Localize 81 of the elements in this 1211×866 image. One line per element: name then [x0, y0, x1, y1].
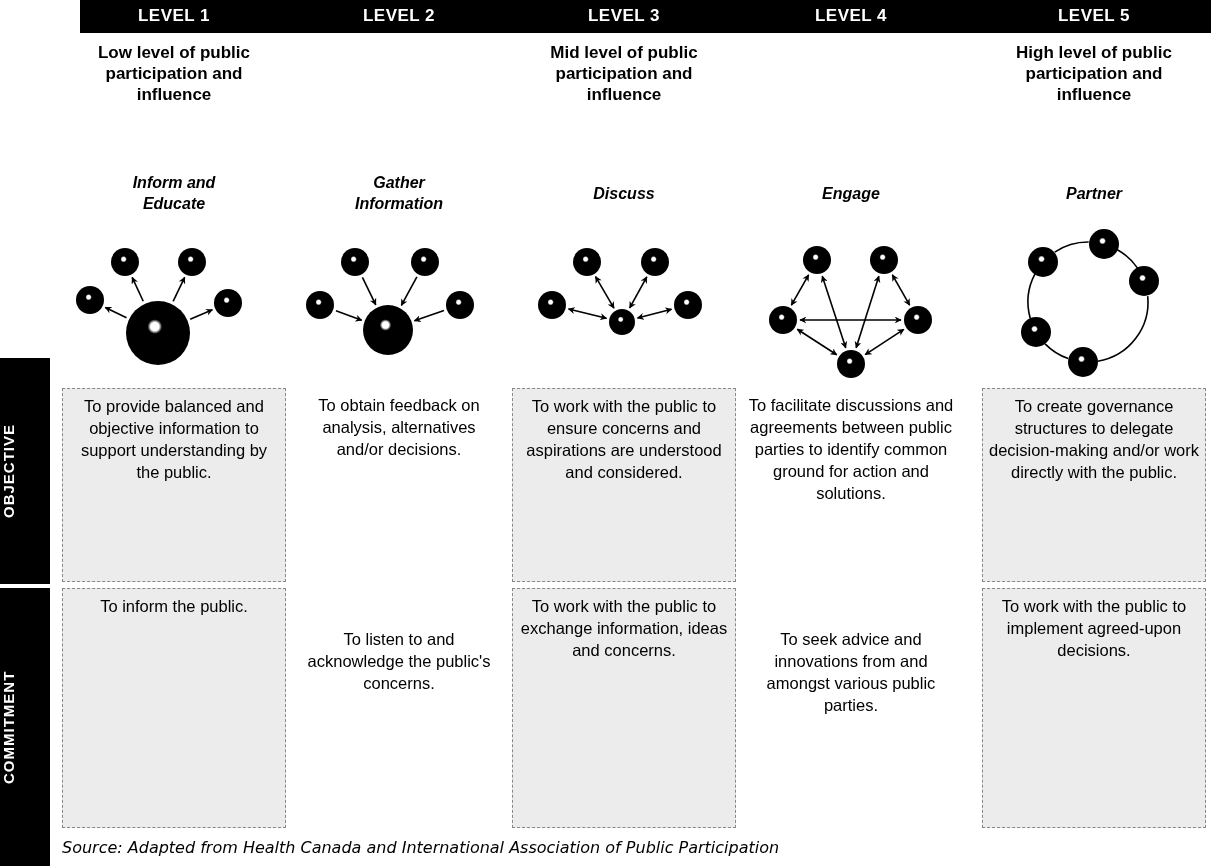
- large-sphere: [363, 305, 413, 355]
- level-description: Mid level of public participation and influence: [549, 42, 699, 105]
- shaded-cell: [982, 588, 1206, 828]
- ring-line: [1044, 343, 1069, 360]
- ring-line: [1027, 273, 1036, 319]
- level-heading: LEVEL 4: [813, 6, 889, 26]
- participation-mode: Partner: [1065, 184, 1124, 204]
- commitment-text: To listen to and acknowledge the public's concerns.: [306, 629, 492, 694]
- arrow: [335, 310, 363, 322]
- double-arrow: [864, 328, 905, 356]
- small-sphere: [214, 289, 242, 317]
- small-sphere: [178, 248, 206, 276]
- participation-mode: Discuss: [592, 184, 656, 204]
- small-sphere: [674, 291, 702, 319]
- arrow: [413, 309, 445, 323]
- row-header: OBJECTIVE: [0, 358, 50, 584]
- small-sphere: [1067, 346, 1098, 377]
- double-arrow: [628, 276, 648, 309]
- small-sphere: [76, 286, 104, 314]
- arrow: [172, 276, 186, 303]
- objective-text: To obtain feedback on analysis, alternatives and/or decisions.: [317, 395, 481, 460]
- row-header: COMMITMENT: [0, 588, 50, 866]
- small-sphere: [803, 246, 831, 274]
- ring-line: [1096, 295, 1149, 362]
- small-sphere: [1021, 317, 1052, 347]
- ring-line: [1116, 248, 1139, 269]
- shaded-cell: [512, 388, 736, 582]
- small-sphere: [1129, 266, 1160, 297]
- commitment-text: To inform the public.: [100, 596, 248, 617]
- small-sphere: [769, 306, 797, 334]
- small-sphere: [111, 248, 139, 276]
- level-heading: LEVEL 1: [136, 6, 212, 26]
- commitment-text: To work with the public to exchange information, ideas and concerns.: [519, 596, 729, 661]
- shaded-cell: [982, 388, 1206, 582]
- objective-text: To facilitate discussions and agreements between public parties to identify common ground for action and solutions.: [748, 395, 954, 504]
- small-sphere: [538, 291, 566, 319]
- small-sphere: [306, 291, 334, 319]
- double-arrow: [796, 328, 838, 356]
- level-heading: LEVEL 2: [361, 6, 437, 26]
- small-sphere: [1088, 229, 1119, 260]
- small-sphere: [609, 309, 635, 335]
- commitment-text: To work with the public to implement agreed-upon decisions.: [1000, 596, 1188, 661]
- shaded-cell: [62, 588, 286, 828]
- small-sphere: [411, 248, 439, 276]
- shaded-cell: [512, 588, 736, 828]
- ring-line: [1053, 241, 1090, 253]
- participation-mode: Gather Information: [354, 173, 444, 214]
- small-sphere: [904, 306, 932, 334]
- arrow: [189, 308, 214, 320]
- small-sphere: [641, 248, 669, 276]
- double-arrow: [790, 274, 810, 306]
- arrow: [104, 306, 128, 319]
- small-sphere: [446, 291, 474, 319]
- objective-text: To create governance structures to delegate decision-making and/or work directly with the public.: [989, 396, 1199, 483]
- shaded-cell: [62, 388, 286, 582]
- objective-text: To work with the public to ensure concerns and aspirations are understood and considered.: [525, 396, 723, 483]
- double-arrow: [854, 275, 881, 349]
- small-sphere: [341, 248, 369, 276]
- level-heading: LEVEL 5: [1056, 6, 1132, 26]
- double-arrow: [820, 275, 848, 349]
- level-heading: LEVEL 3: [586, 6, 662, 26]
- level-description: High level of public participation and influence: [1015, 42, 1173, 105]
- double-arrow: [594, 275, 615, 309]
- arrow: [400, 276, 418, 307]
- double-arrow: [567, 307, 608, 321]
- large-sphere: [126, 301, 190, 365]
- arrow: [361, 276, 377, 306]
- arrow: [131, 276, 145, 303]
- double-arrow: [636, 307, 673, 320]
- source-note: Source: Adapted from Health Canada and International Association of Public Participation: [62, 838, 780, 857]
- objective-text: To provide balanced and objective information to support understanding by the public.: [79, 396, 269, 483]
- small-sphere: [1028, 246, 1059, 277]
- small-sphere: [870, 246, 898, 274]
- double-arrow: [891, 274, 911, 306]
- commitment-text: To seek advice and innovations from and amongst various public parties.: [765, 629, 937, 716]
- small-sphere: [573, 248, 601, 276]
- participation-mode: Inform and Educate: [131, 173, 217, 214]
- double-arrow: [799, 316, 902, 324]
- level-description: Low level of public participation and influence: [96, 42, 252, 105]
- small-sphere: [837, 350, 865, 378]
- participation-mode: Engage: [821, 184, 881, 204]
